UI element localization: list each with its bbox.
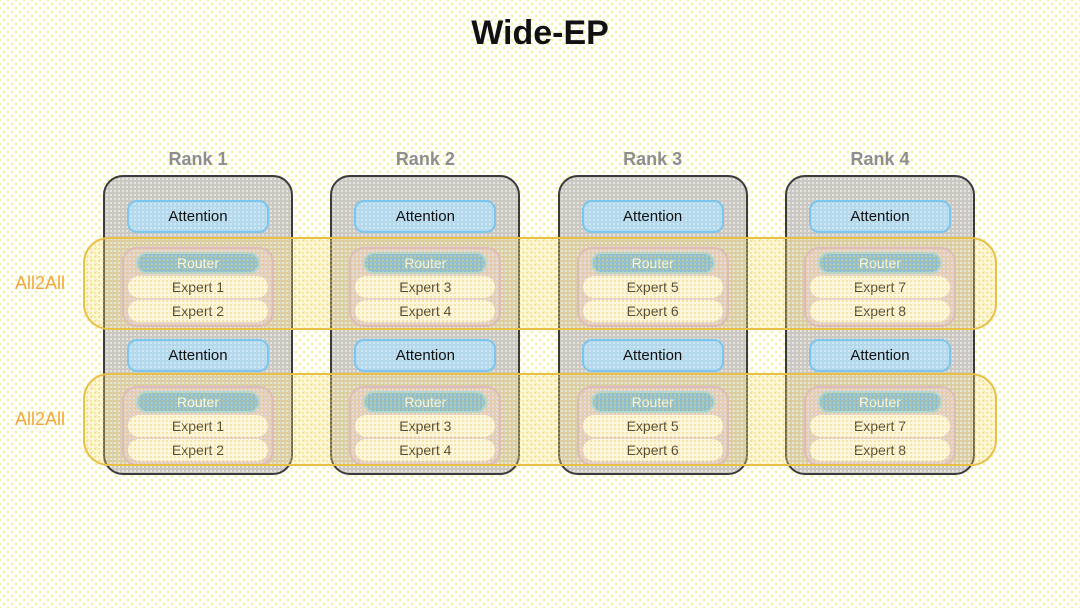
rank-container: Attention Router Expert 5 Expert 6 Att	[557, 175, 748, 475]
attention-label: Attention	[168, 347, 228, 364]
rank-container: Attention Router Expert 1 Expert 2 Att	[103, 175, 293, 475]
expert-label: Expert 4	[399, 303, 452, 319]
attention-block: Attention	[354, 200, 497, 233]
expert-block: Expert 2	[128, 439, 268, 461]
moe-group: Router Expert 1 Expert 2	[122, 386, 274, 466]
rank-container: Attention Router Expert 7 Expert 8 Att	[784, 175, 975, 475]
rank-label: Rank 3	[623, 149, 683, 169]
router-label: Router	[176, 255, 220, 271]
attention-label: Attention	[850, 208, 910, 225]
expert-block: Expert 3	[355, 276, 496, 298]
expert-label: Expert 5	[626, 418, 679, 434]
expert-label: Expert 7	[853, 279, 907, 295]
rank-column: Rank 1 Attention Router Expert 1 Expert …	[103, 149, 293, 475]
attention-block: Attention	[127, 339, 269, 372]
attention-label: Attention	[623, 347, 683, 364]
expert-block: Expert 4	[355, 300, 496, 322]
router-block: Router	[136, 391, 260, 413]
moe-group: Router Expert 5 Expert 6	[576, 247, 729, 327]
attention-label: Attention	[395, 347, 455, 364]
expert-label: Expert 3	[399, 418, 452, 434]
router-block: Router	[817, 252, 942, 274]
transformer-layer: Attention Router Expert 7 Expert 8	[787, 200, 973, 327]
router-label: Router	[858, 255, 901, 271]
rank-label: Rank 2	[395, 149, 455, 169]
rank-label: Rank 1	[168, 149, 228, 169]
expert-label: Expert 2	[171, 303, 225, 319]
attention-label: Attention	[395, 208, 455, 225]
all2all-label: All2All	[14, 273, 66, 293]
router-block: Router	[363, 391, 488, 413]
attention-label: Attention	[168, 208, 228, 225]
expert-block: Expert 7	[809, 415, 950, 437]
router-block: Router	[363, 252, 488, 274]
router-block: Router	[590, 391, 715, 413]
moe-group: Router Expert 3 Expert 4	[349, 386, 502, 466]
rank-container: Attention Router Expert 3 Expert 4 Att	[330, 175, 521, 475]
transformer-layer: Attention Router Expert 1 Expert 2	[105, 200, 291, 327]
router-block: Router	[817, 391, 942, 413]
expert-block: Expert 6	[582, 300, 723, 322]
expert-label: Expert 7	[853, 418, 907, 434]
expert-label: Expert 5	[626, 279, 679, 295]
expert-block: Expert 1	[128, 276, 268, 298]
expert-block: Expert 1	[128, 415, 268, 437]
attention-block: Attention	[808, 339, 951, 372]
expert-label: Expert 8	[853, 303, 907, 319]
expert-label: Expert 1	[171, 279, 225, 295]
expert-block: Expert 2	[128, 300, 268, 322]
rank-label: Rank 4	[850, 149, 910, 169]
attention-block: Attention	[127, 200, 269, 233]
expert-block: Expert 5	[582, 276, 723, 298]
moe-group: Router Expert 3 Expert 4	[349, 247, 502, 327]
diagram-title: Wide-EP	[471, 14, 609, 52]
expert-label: Expert 6	[626, 303, 679, 319]
expert-block: Expert 3	[355, 415, 496, 437]
moe-group: Router Expert 7 Expert 8	[803, 386, 956, 466]
attention-block: Attention	[808, 200, 951, 233]
expert-block: Expert 8	[809, 300, 950, 322]
expert-block: Expert 5	[582, 415, 723, 437]
transformer-layer: Attention Router Expert 3 Expert 4	[332, 339, 518, 466]
attention-label: Attention	[850, 347, 910, 364]
expert-block: Expert 7	[809, 276, 950, 298]
attention-block: Attention	[581, 339, 724, 372]
expert-label: Expert 1	[171, 418, 225, 434]
attention-block: Attention	[354, 339, 497, 372]
all2all-label: All2All	[14, 409, 66, 429]
ranks-row: Rank 1 Attention Router Expert 1 Expert …	[103, 149, 975, 475]
transformer-layer: Attention Router Expert 3 Expert 4	[332, 200, 518, 327]
router-block: Router	[590, 252, 715, 274]
transformer-layer: Attention Router Expert 7 Expert 8	[787, 339, 973, 466]
moe-group: Router Expert 7 Expert 8	[803, 247, 956, 327]
rank-column: Rank 2 Attention Router Expert 3 Expert …	[330, 149, 521, 475]
expert-block: Expert 8	[809, 439, 950, 461]
router-label: Router	[176, 394, 220, 410]
rank-column: Rank 4 Attention Router Expert 7 Expert …	[784, 149, 975, 475]
router-block: Router	[136, 252, 260, 274]
expert-label: Expert 6	[626, 442, 679, 458]
expert-label: Expert 4	[399, 442, 452, 458]
attention-label: Attention	[623, 208, 683, 225]
expert-label: Expert 8	[853, 442, 907, 458]
transformer-layer: Attention Router Expert 1 Expert 2	[105, 339, 291, 466]
router-label: Router	[631, 394, 674, 410]
router-label: Router	[404, 394, 447, 410]
expert-block: Expert 4	[355, 439, 496, 461]
attention-block: Attention	[581, 200, 724, 233]
moe-group: Router Expert 1 Expert 2	[122, 247, 274, 327]
expert-label: Expert 3	[399, 279, 452, 295]
router-label: Router	[404, 255, 447, 271]
expert-label: Expert 2	[171, 442, 225, 458]
router-label: Router	[858, 394, 901, 410]
rank-column: Rank 3 Attention Router Expert 5 Expert …	[557, 149, 748, 475]
expert-block: Expert 6	[582, 439, 723, 461]
transformer-layer: Attention Router Expert 5 Expert 6	[560, 339, 746, 466]
moe-group: Router Expert 5 Expert 6	[576, 386, 729, 466]
transformer-layer: Attention Router Expert 5 Expert 6	[560, 200, 746, 327]
router-label: Router	[631, 255, 674, 271]
